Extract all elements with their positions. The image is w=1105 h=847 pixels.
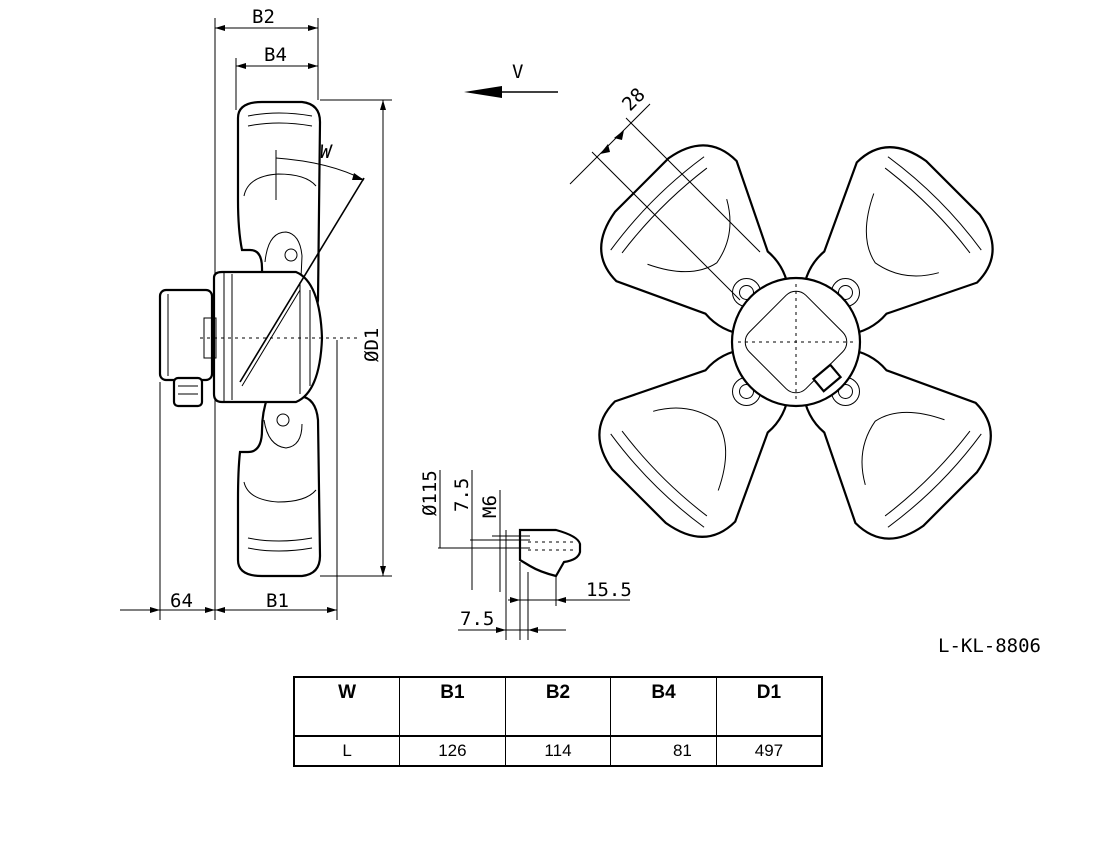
mounting-detail: Ø115 7.5 M6 15.5 7.5 (419, 470, 632, 640)
header-d1: D1 (715, 677, 822, 736)
dim-15-5-label: 15.5 (586, 579, 632, 601)
dim-7-5-top-label: 7.5 (451, 478, 473, 512)
technical-drawing: B2 B4 (120, 6, 1041, 657)
cell-w: L (294, 735, 400, 766)
fan-blade (801, 347, 992, 540)
drawing-number: L-KL-8806 (938, 635, 1041, 657)
dim-28-label: 28 (618, 84, 650, 116)
table-row: L 126 114 81 497 (294, 735, 822, 766)
table-header-row: W B1 B2 B4 D1 (294, 677, 822, 736)
fan-blade (801, 146, 994, 337)
dim-d115-label: Ø115 (419, 470, 441, 516)
fan-blade (600, 144, 791, 337)
dim-7-5-bottom-label: 7.5 (460, 608, 494, 630)
cell-b1: 126 (399, 735, 506, 766)
view-direction-label: V (512, 61, 523, 83)
header-w: W (338, 682, 357, 703)
dim-b2-label: B2 (252, 6, 275, 28)
header-b1: B1 (399, 677, 506, 736)
dim-m6-label: M6 (479, 495, 501, 518)
dimension-table: W B1 B2 B4 D1 L 126 114 81 497 (293, 676, 823, 767)
cell-b4: 81 (610, 735, 717, 766)
view-direction-arrow: V (464, 61, 558, 98)
header-b4: B4 (610, 677, 717, 736)
cable-gland (172, 376, 204, 408)
cell-b2: 114 (504, 735, 611, 766)
angle-w-label: W (320, 141, 333, 163)
header-b2: B2 (504, 677, 611, 736)
front-view (598, 144, 994, 540)
dim-d1-label: ØD1 (361, 328, 383, 362)
side-view: B2 B4 (120, 6, 392, 620)
fan-blade (598, 347, 791, 538)
cell-d1: 497 (715, 735, 822, 766)
dim-64-label: 64 (170, 590, 193, 612)
dim-b1-label: B1 (266, 590, 289, 612)
dim-b4-label: B4 (264, 44, 287, 66)
